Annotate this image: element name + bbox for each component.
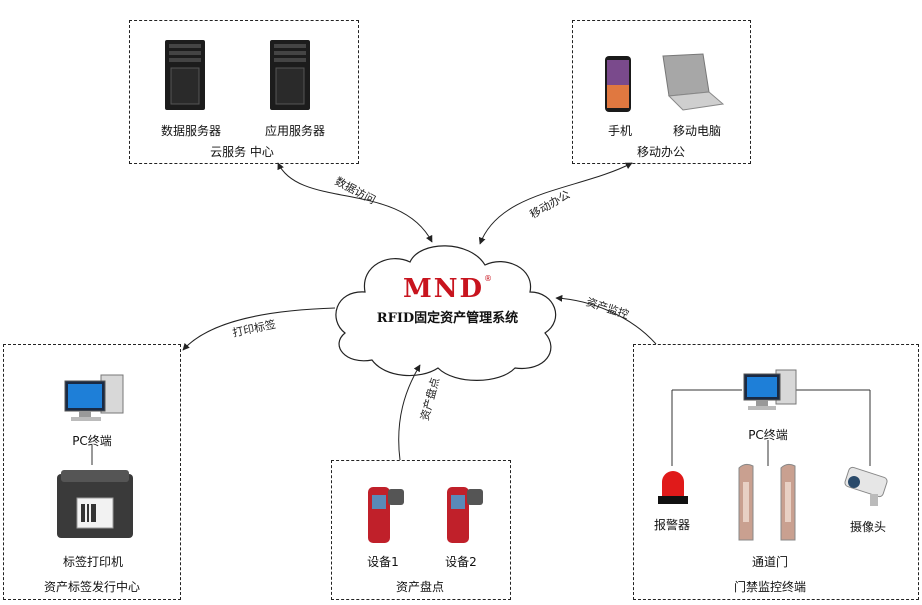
registered-mark: ® (484, 274, 493, 283)
label-printer-label: 标签打印机 (62, 555, 124, 569)
cloud-service-group (129, 20, 359, 164)
edge-label-mobile-office: 移动办公 (528, 188, 573, 221)
app-server-label: 应用服务器 (264, 124, 326, 138)
monitor-pc-icon (743, 369, 797, 410)
gate-icon (738, 463, 796, 541)
pc-terminal-icon (64, 374, 124, 421)
access-tree-lines (671, 389, 871, 466)
data-server-icon (165, 40, 205, 110)
edge-asset-monitor (555, 294, 657, 345)
alarm-icon (658, 471, 688, 504)
cloud-group-title: 云服务 中心 (210, 145, 274, 159)
edge-label-asset-inventory: 资产盘点 (417, 376, 442, 422)
laptop-icon (662, 53, 725, 111)
gate-label: 通道门 (751, 555, 789, 569)
edge-print-label (182, 307, 336, 351)
access-monitor-group (633, 344, 919, 600)
alarm-label: 报警器 (653, 518, 691, 532)
device-2-label: 设备2 (445, 555, 477, 569)
camera-label: 摄像头 (849, 520, 887, 534)
brand-logo: MND® (400, 274, 495, 304)
handheld-device-2-icon (447, 487, 483, 543)
inventory-group-title: 资产盘点 (395, 580, 445, 594)
edge-data-access (277, 162, 433, 243)
phone-icon (605, 56, 631, 112)
print-pc-label: PC终端 (72, 434, 112, 448)
mobile-group-title: 移动办公 (636, 145, 686, 159)
edge-mobile-office (478, 162, 633, 245)
label-print-group (3, 344, 181, 600)
app-server-icon (270, 40, 310, 110)
edge-label-asset-monitor: 资产监控 (584, 295, 630, 322)
brand-logo-text: MND (402, 274, 485, 304)
system-title: RFID固定资产管理系统 (376, 311, 519, 326)
camera-icon (844, 466, 888, 506)
handheld-device-1-icon (368, 487, 404, 543)
data-server-label: 数据服务器 (160, 124, 222, 138)
monitor-pc-label: PC终端 (748, 428, 788, 442)
phone-label: 手机 (607, 124, 633, 138)
device-1-label: 设备1 (367, 555, 399, 569)
mobile-office-group (572, 20, 751, 164)
label-printer-icon (57, 470, 133, 538)
access-group-title: 门禁监控终端 (733, 580, 807, 594)
asset-inventory-group (331, 460, 511, 600)
print-group-title: 资产标签发行中心 (43, 580, 141, 594)
edge-asset-inventory (398, 364, 421, 461)
system-cloud (335, 245, 557, 381)
edge-label-data-access: 数据访问 (333, 174, 378, 207)
laptop-label: 移动电脑 (672, 124, 722, 138)
